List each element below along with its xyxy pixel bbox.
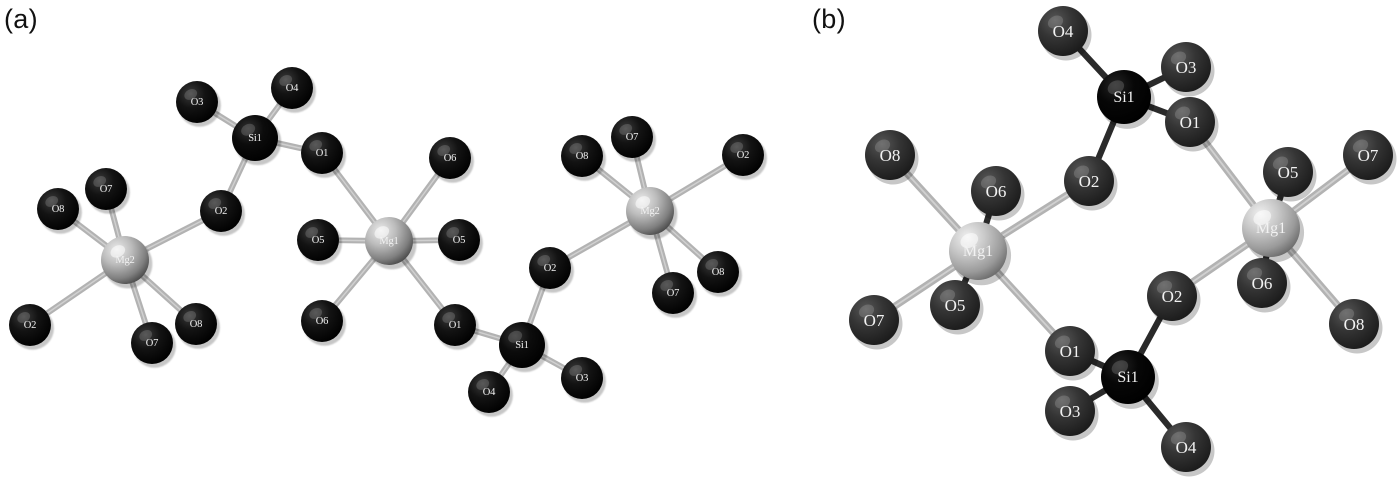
atom-O5: O5: [297, 219, 342, 265]
atom-O7: O7: [611, 116, 656, 162]
atom-O7: O7: [1343, 130, 1397, 185]
atom-O2: O2: [1064, 156, 1118, 211]
atom-Mg2: Mg2: [626, 187, 678, 240]
panel-a-label: (a): [4, 4, 38, 34]
atom-Si1: Si1: [232, 115, 282, 166]
atom-O2: O2: [529, 247, 574, 293]
atom-O5: O5: [438, 219, 483, 265]
atom-O4: O4: [271, 67, 316, 113]
atom-O4: O4: [1161, 422, 1215, 477]
atom-O1: O1: [301, 132, 346, 178]
atom-O6: O6: [301, 300, 346, 346]
atom-O2: O2: [722, 134, 767, 180]
atom-O1: O1: [1165, 97, 1219, 152]
atom-O5: O5: [1263, 147, 1317, 202]
atom-O8: O8: [697, 251, 742, 297]
atom-O2: O2: [9, 304, 54, 350]
atom-O3: O3: [1161, 42, 1215, 97]
atom-Si1: Si1: [499, 322, 549, 373]
atom-O8: O8: [561, 135, 606, 181]
atom-Mg1: Mg1: [949, 222, 1012, 286]
atom-O3: O3: [1045, 386, 1099, 441]
panel-b-structure-svg: Si1O4O3O1O2Mg1O8O6O7O5O1Si1O3O4O2Mg1O5O7…: [849, 6, 1397, 477]
atom-O7: O7: [652, 272, 697, 318]
atom-O4: O4: [1038, 6, 1092, 61]
atom-O5: O5: [930, 280, 984, 335]
panel-a: (a): [4, 4, 767, 417]
atom-O1: O1: [434, 304, 479, 350]
atom-O1: O1: [1045, 326, 1099, 381]
panel-b-label: (b): [812, 4, 846, 34]
panel-b: (b): [800, 0, 1400, 479]
atom-Mg2: Mg2: [101, 236, 153, 289]
panel-b-atom-layer: Si1O4O3O1O2Mg1O8O6O7O5O1Si1O3O4O2Mg1O5O7…: [849, 6, 1397, 477]
atom-Si1: Si1: [1101, 350, 1159, 409]
atom-O8: O8: [865, 130, 919, 185]
atom-Si1: Si1: [1097, 70, 1155, 129]
atom-O3: O3: [561, 357, 606, 403]
atom-O8: O8: [1329, 299, 1383, 354]
atom-O8: O8: [175, 303, 220, 349]
atom-O7: O7: [131, 322, 176, 368]
atom-O7: O7: [85, 168, 130, 214]
atom-O6: O6: [1237, 258, 1291, 313]
atom-O6: O6: [429, 137, 474, 183]
atom-O4: O4: [468, 371, 513, 417]
atom-O6: O6: [971, 166, 1025, 221]
atom-O3: O3: [176, 81, 221, 127]
atom-O8: O8: [37, 188, 82, 234]
atom-O2: O2: [200, 190, 245, 236]
